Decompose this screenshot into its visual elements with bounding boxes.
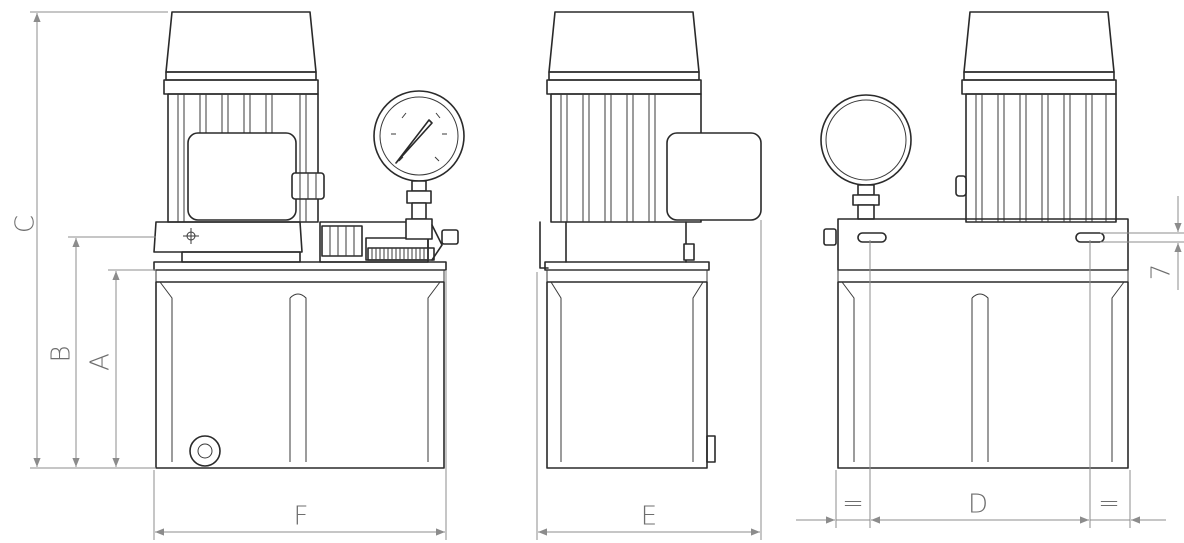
valve-body xyxy=(321,225,363,257)
dimension-label-f: F xyxy=(294,502,309,532)
knurled-knob xyxy=(367,247,435,261)
dimension-lines xyxy=(30,11,1184,540)
gauge-needle xyxy=(395,119,433,164)
dimension-label-seven: 7 xyxy=(1147,264,1177,281)
adapter-base xyxy=(181,251,301,263)
return-elbow xyxy=(431,224,443,261)
side-view xyxy=(539,11,762,469)
drain-port xyxy=(706,435,716,463)
mounting-plate xyxy=(837,218,1129,271)
gauge-stem xyxy=(411,180,427,192)
motor-fan-cap xyxy=(963,11,1115,73)
knob-knurling xyxy=(371,248,429,260)
pump-adapter xyxy=(565,221,687,263)
motor-cooling-fins xyxy=(560,94,656,222)
motor-fan-cap xyxy=(165,11,317,73)
dimension-labels: C B A F E D = = 7 xyxy=(11,215,1177,532)
mounting-slot xyxy=(857,232,887,243)
gauge-pipe xyxy=(411,202,427,220)
motor-flange xyxy=(163,79,319,95)
gauge-fitting xyxy=(405,218,433,240)
dimension-label-equal-right: = xyxy=(1098,489,1120,519)
dimension-label-d: D xyxy=(968,490,988,520)
oil-tank xyxy=(155,281,445,469)
motor-flange xyxy=(961,79,1117,95)
terminal-box xyxy=(187,132,297,221)
dimension-label-b: B xyxy=(47,345,77,362)
pressure-valve xyxy=(365,237,429,261)
pressure-gauge xyxy=(820,94,912,186)
front-view xyxy=(153,11,465,469)
plug-fitting xyxy=(441,229,459,245)
motor-fan-cap xyxy=(548,11,700,73)
rear-view xyxy=(820,11,1129,469)
terminal-box xyxy=(666,132,762,221)
pressure-gauge xyxy=(373,90,465,182)
dimension-label-e: E xyxy=(641,502,657,532)
motor-cooling-fins xyxy=(975,94,1107,222)
oil-tank xyxy=(546,281,708,469)
pump-adapter-block xyxy=(153,221,303,253)
oil-tank xyxy=(837,281,1129,469)
mounting-bracket xyxy=(539,221,549,269)
motor-cap-band xyxy=(165,71,317,81)
drain-plug xyxy=(189,435,221,467)
dimension-label-equal-left: = xyxy=(842,489,864,519)
motor-body xyxy=(965,93,1117,223)
dimension-label-c: C xyxy=(11,215,41,233)
dimension-label-a: A xyxy=(86,353,116,371)
motor-cooling-fins xyxy=(177,94,307,222)
tank-lid xyxy=(544,261,710,271)
gauge-nut xyxy=(406,190,432,204)
tank-lid xyxy=(153,261,447,271)
motor-flange xyxy=(546,79,702,95)
